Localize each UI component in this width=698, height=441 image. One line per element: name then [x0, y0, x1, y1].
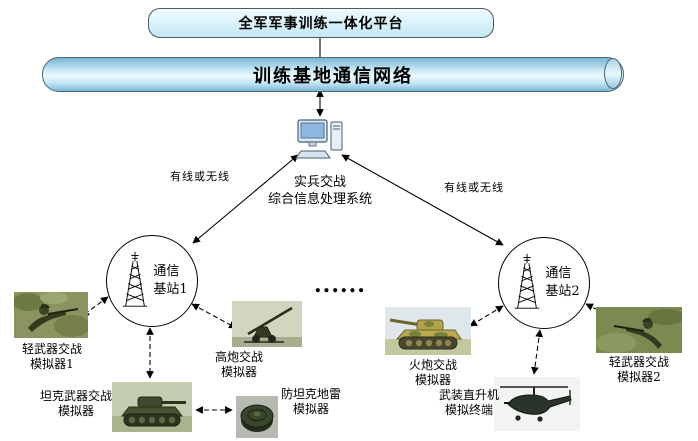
connector-station2-heli — [531, 329, 543, 375]
processor-label: 实兵交战 综合信息处理系统 — [267, 175, 372, 207]
light-weapons-simulator-2-label: 轻武器交战 模拟器2 — [608, 355, 669, 384]
tank-simulator-image — [112, 382, 192, 432]
computer-icon — [294, 118, 346, 164]
connector-station1-aa — [191, 303, 237, 329]
base-station-1: 通信 基站1 — [106, 235, 198, 327]
link-label-right: 有线或无线 — [444, 181, 504, 194]
backbone-title: 训练基地通信网络 — [253, 65, 413, 87]
light-weapons-simulator-1-image — [14, 292, 88, 338]
antitank-mine-simulator-image — [236, 396, 278, 438]
aa-gun-simulator-image — [232, 301, 302, 347]
link-label-left: 有线或无线 — [170, 170, 230, 183]
helicopter-terminal-image — [494, 377, 580, 431]
antitank-mine-simulator-label: 防坦克地雷 模拟器 — [280, 387, 341, 416]
base-station-2-label: 通信 基站2 — [545, 266, 580, 299]
base-station-2: 通信 基站2 — [498, 237, 590, 329]
cylinder-end-cap — [604, 58, 622, 89]
light-weapons-simulator-1-label: 轻武器交战 模拟器1 — [21, 342, 82, 371]
platform-title: 全军军事训练一体化平台 — [238, 16, 404, 32]
light-weapons-simulator-2-image — [596, 307, 682, 353]
backbone-network-bar: 训练基地通信网络 — [42, 57, 624, 92]
antenna-tower-icon — [512, 251, 542, 315]
ellipsis-more-stations: ...... — [314, 272, 366, 298]
base-station-1-label: 通信 基站1 — [153, 264, 188, 297]
connector-station2-artillery — [469, 305, 504, 327]
artillery-simulator-image — [385, 307, 471, 355]
helicopter-terminal-label: 武装直升机 模拟终端 — [438, 388, 499, 417]
aa-gun-simulator-label: 高炮交战 模拟器 — [214, 350, 263, 379]
platform-title-box: 全军军事训练一体化平台 — [148, 8, 494, 38]
antenna-tower-icon — [120, 249, 150, 313]
artillery-simulator-label: 火炮交战 模拟器 — [408, 358, 457, 387]
tank-simulator-label: 坦克武器交战 模拟器 — [39, 389, 112, 418]
